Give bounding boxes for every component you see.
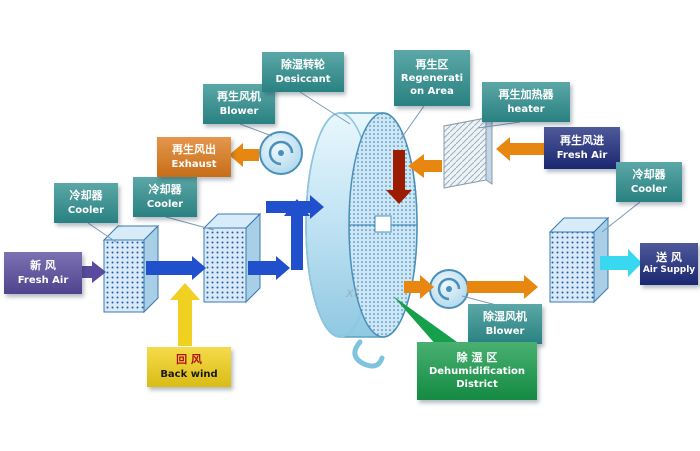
fresh-air-in-label: 新 风 Fresh Air — [4, 252, 82, 294]
desiccant-label-zh: 除湿转轮 — [281, 58, 325, 72]
regen-blower-fan — [259, 131, 303, 175]
process-air-arrow-1 — [146, 256, 206, 280]
regen-hot-air-arrow — [386, 150, 412, 204]
exhaust-label-en: Exhaust — [171, 158, 217, 170]
supply-air-arrow-1 — [404, 275, 434, 299]
regen-blower-label-zh: 再生风机 — [217, 90, 261, 104]
back-wind-label-zh: 回 风 — [176, 353, 202, 367]
dehum-blower-label-en: Blower — [485, 325, 525, 337]
regen-fresh-air-label-en: Fresh Air — [556, 149, 608, 161]
regen-area-label-zh: 再生区 — [415, 57, 449, 71]
dehum-district-label-en2: District — [456, 379, 498, 391]
flow-arrows — [78, 137, 642, 346]
process-air-arrow-up — [284, 199, 310, 270]
ribbon-decoration — [352, 339, 385, 369]
back-wind-label: 回 风 Back wind — [147, 347, 231, 387]
cooler1-label: 冷却器 Cooler — [54, 183, 118, 223]
exhaust-label-zh: 再生风出 — [172, 143, 216, 157]
exhaust-arrow — [229, 143, 259, 167]
regen-fresh-air-label-zh: 再生风进 — [560, 134, 604, 148]
back-wind-arrow — [170, 283, 200, 346]
regen-area-label-en2: on Area — [410, 86, 454, 98]
desiccant-label-en: Desiccant — [275, 73, 331, 85]
cooler2-label-en: Cooler — [146, 198, 184, 210]
regen-inlet-arrow-1 — [496, 137, 544, 161]
regen-area-label: 再生区 Regenerati on Area — [394, 50, 470, 106]
air-supply-label-en: Air Supply — [642, 265, 696, 276]
regen-area-label-en1: Regenerati — [400, 73, 464, 85]
regen-blower-label: 再生风机 Blower — [203, 84, 275, 124]
process-air-arrow-2 — [248, 256, 290, 280]
fresh-air-in-label-zh: 新 风 — [30, 259, 56, 273]
dehum-blower-label-zh: 除湿风机 — [483, 310, 527, 324]
cooler2-label-zh: 冷却器 — [148, 183, 182, 197]
dehum-district-label: 除 湿 区 Dehumidification District — [417, 342, 537, 400]
dehum-district-label-zh: 除 湿 区 — [456, 350, 498, 364]
dehum-district-pointer — [393, 296, 457, 346]
cooler3-label: 冷却器 Cooler — [616, 162, 682, 202]
fresh-air-arrow — [78, 261, 106, 283]
cooler1-label-en: Cooler — [67, 204, 105, 216]
regen-fresh-air-label: 再生风进 Fresh Air — [544, 127, 620, 169]
heater-unit — [442, 117, 494, 189]
heater-label: 再生加热器 heater — [482, 82, 570, 122]
cooler-unit-1 — [102, 224, 160, 314]
cooler2-label: 冷却器 Cooler — [133, 177, 197, 217]
regen-blower-label-en: Blower — [219, 105, 259, 117]
cooler1-label-zh: 冷却器 — [69, 189, 103, 203]
regen-inlet-arrow-2 — [408, 154, 442, 178]
desiccant-label: 除湿转轮 Desiccant — [262, 52, 344, 92]
dehum-blower-fan — [429, 269, 469, 309]
wheel-hub — [374, 215, 392, 233]
dehum-district-label-en1: Dehumidification — [428, 366, 526, 378]
cooler3-label-zh: 冷却器 — [632, 168, 666, 182]
supply-air-arrow-2 — [467, 275, 538, 299]
watermark: xt — [346, 286, 359, 301]
process-air-arrow-into-wheel — [266, 195, 324, 219]
exhaust-label: 再生风出 Exhaust — [157, 137, 231, 177]
dehum-blower-label: 除湿风机 Blower — [468, 304, 542, 344]
supply-air-arrow-cyan — [600, 249, 642, 277]
air-supply-label: 送 风 Air Supply — [640, 243, 698, 285]
cooler-unit-3 — [548, 216, 610, 304]
fresh-air-in-label-en: Fresh Air — [17, 274, 69, 286]
cooler-unit-2 — [202, 212, 262, 304]
cooler3-label-en: Cooler — [630, 183, 668, 195]
back-wind-label-en: Back wind — [160, 368, 218, 380]
heater-label-en: heater — [507, 103, 545, 115]
heater-label-zh: 再生加热器 — [498, 88, 554, 102]
air-supply-label-zh: 送 风 — [656, 251, 682, 264]
